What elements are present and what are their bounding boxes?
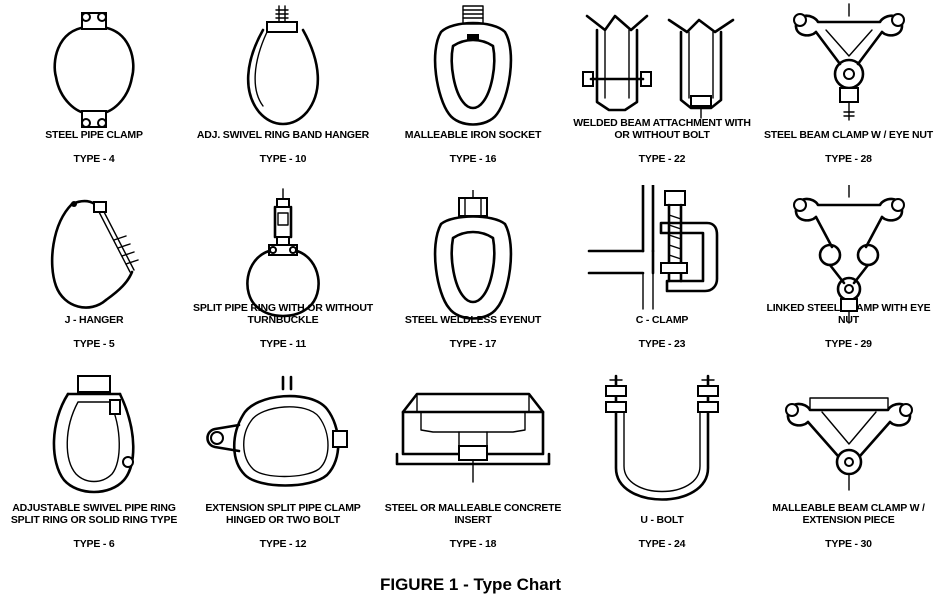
malleable-beam-clamp-drawing <box>784 397 913 491</box>
item-label: ADJ. SWIVEL RING BAND HANGER TYPE - 10 <box>197 117 369 177</box>
item-type-4: STEEL PIPE CLAMP TYPE - 4 <box>0 0 188 185</box>
item-type: TYPE - 29 <box>825 338 872 350</box>
item-type: TYPE - 24 <box>638 538 686 550</box>
figure-caption: FIGURE 1 - Type Chart <box>379 575 562 594</box>
item-label: MALLEABLE IRON SOCKET TYPE - 16 <box>404 117 542 177</box>
item-name: J - HANGER <box>64 314 124 326</box>
item-name: EXTENSION SPLIT PIPE CLAMP HINGED OR TWO… <box>205 502 361 526</box>
u-bolt-drawing <box>605 374 719 501</box>
item-name: STEEL PIPE CLAMP <box>45 129 143 141</box>
item-name: ADJUSTABLE SWIVEL PIPE RING SPLIT RING O… <box>10 502 178 526</box>
item-type-24: U - BOLT TYPE - 24 <box>568 370 756 570</box>
item-type: TYPE - 23 <box>638 338 686 350</box>
item-type: TYPE - 4 <box>73 153 115 165</box>
item-type: TYPE - 22 <box>638 153 686 165</box>
split-pipe-ring-drawing <box>246 188 320 318</box>
adjustable-swivel-pipe-ring-drawing <box>52 375 135 494</box>
swivel-ring-band-hanger-drawing <box>246 5 320 126</box>
item-name: STEEL BEAM CLAMP W / EYE NUT <box>763 129 934 141</box>
item-type-6: ADJUSTABLE SWIVEL PIPE RING SPLIT RING O… <box>0 370 188 570</box>
item-name: U - BOLT <box>640 514 684 526</box>
item-type: TYPE - 28 <box>825 153 872 165</box>
steel-weldless-eyenut-drawing <box>433 190 513 320</box>
item-label: J - HANGER TYPE - 5 <box>65 302 124 362</box>
item-type: TYPE - 16 <box>449 153 497 165</box>
item-name: LINKED STEEL CLAMP WITH EYE NUT <box>766 302 931 326</box>
item-type-28: STEEL BEAM CLAMP W / EYE NUT TYPE - 28 <box>756 0 941 185</box>
item-type-12: EXTENSION SPLIT PIPE CLAMP HINGED OR TWO… <box>188 370 378 570</box>
item-label: ADJUSTABLE SWIVEL PIPE RING SPLIT RING O… <box>0 490 188 562</box>
item-label: WELDED BEAM ATTACHMENT WITH OR WITHOUT B… <box>568 105 756 177</box>
item-type-11: SPLIT PIPE RING WITH OR WITHOUT TURNBUCK… <box>188 185 378 370</box>
linked-steel-clamp-drawing <box>792 185 905 324</box>
item-type-17: STEEL WELDLESS EYENUT TYPE - 17 <box>378 185 568 370</box>
item-type: TYPE - 6 <box>73 538 115 550</box>
item-label: STEEL OR MALLEABLE CONCRETE INSERT TYPE … <box>378 490 568 562</box>
type-chart-grid: STEEL PIPE CLAMP TYPE - 4 ADJ. SWIVEL RI… <box>0 0 941 570</box>
item-type: TYPE - 12 <box>259 538 307 550</box>
item-label: STEEL BEAM CLAMP W / EYE NUT TYPE - 28 <box>764 117 933 177</box>
concrete-insert-drawing <box>395 392 551 483</box>
item-type: TYPE - 5 <box>73 338 115 350</box>
item-type-29: LINKED STEEL CLAMP WITH EYE NUT TYPE - 2… <box>756 185 941 370</box>
steel-pipe-clamp-drawing <box>53 12 135 128</box>
item-type-10: ADJ. SWIVEL RING BAND HANGER TYPE - 10 <box>188 0 378 185</box>
extension-split-pipe-clamp-drawing <box>206 375 348 487</box>
item-name: SPLIT PIPE RING WITH OR WITHOUT TURNBUCK… <box>193 302 373 326</box>
item-label: LINKED STEEL CLAMP WITH EYE NUT TYPE - 2… <box>756 290 941 362</box>
item-type: TYPE - 17 <box>449 338 497 350</box>
item-type: TYPE - 18 <box>449 538 497 550</box>
steel-beam-clamp-eye-nut-drawing <box>792 3 905 121</box>
item-label: MALLEABLE BEAM CLAMP W / EXTENSION PIECE… <box>756 490 941 562</box>
item-type-18: STEEL OR MALLEABLE CONCRETE INSERT TYPE … <box>378 370 568 570</box>
item-name: ADJ. SWIVEL RING BAND HANGER <box>196 129 370 141</box>
item-label: STEEL PIPE CLAMP TYPE - 4 <box>45 117 143 177</box>
item-type-5: J - HANGER TYPE - 5 <box>0 185 188 370</box>
item-type-23: C - CLAMP TYPE - 23 <box>568 185 756 370</box>
malleable-iron-socket-drawing <box>433 5 513 126</box>
item-label: C - CLAMP TYPE - 23 <box>635 302 689 362</box>
item-name: C - CLAMP <box>635 314 689 326</box>
item-type: TYPE - 11 <box>259 338 307 350</box>
item-type-22: WELDED BEAM ATTACHMENT WITH OR WITHOUT B… <box>568 0 756 185</box>
item-label: EXTENSION SPLIT PIPE CLAMP HINGED OR TWO… <box>188 490 378 562</box>
item-type: TYPE - 30 <box>825 538 872 550</box>
item-type-16: MALLEABLE IRON SOCKET TYPE - 16 <box>378 0 568 185</box>
item-label: U - BOLT TYPE - 24 <box>639 502 686 562</box>
item-name: MALLEABLE IRON SOCKET <box>404 129 542 141</box>
item-type-30: MALLEABLE BEAM CLAMP W / EXTENSION PIECE… <box>756 370 941 570</box>
item-name: MALLEABLE BEAM CLAMP W / EXTENSION PIECE <box>772 502 925 526</box>
j-hanger-drawing <box>50 199 139 309</box>
item-name: WELDED BEAM ATTACHMENT WITH OR WITHOUT B… <box>573 117 751 141</box>
item-type: TYPE - 10 <box>259 153 307 165</box>
welded-beam-attachment-drawing <box>582 14 735 119</box>
c-clamp-drawing <box>587 185 719 310</box>
item-label: SPLIT PIPE RING WITH OR WITHOUT TURNBUCK… <box>188 290 378 362</box>
item-name: STEEL OR MALLEABLE CONCRETE INSERT <box>384 502 562 526</box>
